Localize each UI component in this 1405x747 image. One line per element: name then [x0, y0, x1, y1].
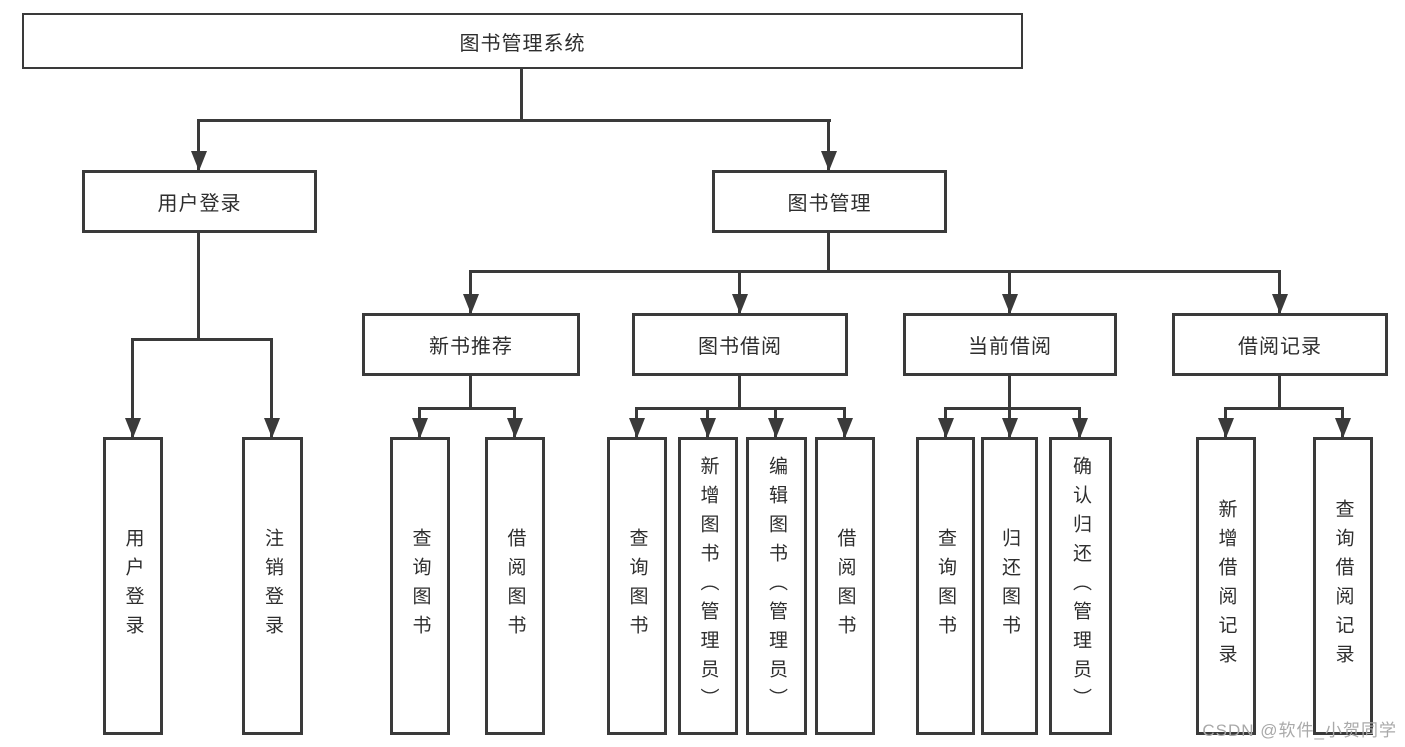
connector-line	[197, 233, 200, 338]
arrow-down-icon	[1001, 407, 1018, 438]
connector-line	[198, 119, 831, 122]
leaf-label: 新增图书（管理员）	[697, 455, 719, 717]
leaf-confirm-return-admin: 确认归还（管理员）	[1049, 437, 1112, 735]
arrow-down-icon	[731, 270, 748, 314]
leaf-label: 归还图书	[999, 528, 1020, 644]
leaf-current-query-books: 查询图书	[916, 437, 975, 735]
connector-line	[1278, 376, 1281, 407]
arrow-down-icon	[1071, 407, 1088, 438]
connector-line	[944, 407, 1081, 410]
node-borrow-records: 借阅记录	[1172, 313, 1388, 376]
connector-line	[1008, 376, 1011, 407]
node-label: 新书推荐	[429, 336, 513, 358]
node-label: 用户登录	[157, 193, 242, 215]
arrow-down-icon	[628, 407, 645, 438]
arrow-down-icon	[1334, 407, 1351, 438]
leaf-label: 查询图书	[935, 528, 956, 644]
leaf-user-login: 用户登录	[103, 437, 163, 735]
leaf-label: 用户登录	[122, 528, 144, 644]
leaf-borrow-borrow-books: 借阅图书	[815, 437, 875, 735]
node-book-management: 图书管理	[712, 170, 947, 233]
arrow-down-icon	[411, 407, 428, 438]
arrow-down-icon	[699, 407, 716, 438]
leaf-label: 注销登录	[262, 528, 283, 644]
connector-line	[131, 338, 272, 341]
node-library-management-system: 图书管理系统	[22, 13, 1023, 69]
leaf-return-books: 归还图书	[981, 437, 1038, 735]
leaf-label: 确认归还（管理员）	[1070, 455, 1091, 717]
leaf-borrow-query-books: 查询图书	[607, 437, 667, 735]
leaf-add-borrow-record: 新增借阅记录	[1196, 437, 1256, 735]
node-book-borrow: 图书借阅	[632, 313, 848, 376]
node-label: 图书管理系统	[459, 32, 586, 55]
node-user-login: 用户登录	[82, 170, 317, 233]
arrow-down-icon	[190, 119, 207, 171]
csdn-watermark: CSDN @软件_小贺同学	[1202, 721, 1397, 740]
connector-line	[520, 69, 523, 119]
node-current-borrow: 当前借阅	[903, 313, 1117, 376]
leaf-label: 查询图书	[409, 528, 431, 644]
leaf-label: 借阅图书	[834, 528, 856, 644]
leaf-label: 查询图书	[626, 528, 648, 644]
leaf-recommend-query-books: 查询图书	[390, 437, 450, 735]
leaf-label: 借阅图书	[504, 528, 526, 644]
leaf-recommend-borrow-books: 借阅图书	[485, 437, 545, 735]
arrow-down-icon	[1217, 407, 1234, 438]
leaf-query-borrow-record: 查询借阅记录	[1313, 437, 1373, 735]
node-label: 借阅记录	[1238, 336, 1322, 358]
connector-line	[1224, 407, 1344, 410]
arrow-down-icon	[767, 407, 784, 438]
node-label: 图书管理	[787, 193, 872, 215]
leaf-label: 新增借阅记录	[1215, 499, 1237, 673]
connector-line	[418, 407, 516, 410]
leaf-add-books-admin: 新增图书（管理员）	[678, 437, 738, 735]
arrow-down-icon	[1001, 270, 1018, 314]
arrow-down-icon	[836, 407, 853, 438]
leaf-edit-books-admin: 编辑图书（管理员）	[746, 437, 807, 735]
leaf-label: 编辑图书（管理员）	[766, 455, 787, 717]
arrow-down-icon	[124, 338, 141, 438]
arrow-down-icon	[506, 407, 523, 438]
node-label: 图书借阅	[698, 336, 782, 358]
connector-line	[469, 376, 472, 407]
leaf-logout: 注销登录	[242, 437, 303, 735]
connector-line	[827, 233, 830, 270]
connector-line	[470, 270, 1281, 273]
arrow-down-icon	[820, 119, 837, 171]
connector-line	[738, 376, 741, 407]
leaf-label: 查询借阅记录	[1332, 499, 1354, 673]
arrow-down-icon	[462, 270, 479, 314]
node-label: 当前借阅	[968, 336, 1052, 358]
connector-line	[635, 407, 845, 410]
arrow-down-icon	[1271, 270, 1288, 314]
arrow-down-icon	[263, 338, 280, 438]
arrow-down-icon	[937, 407, 954, 438]
node-new-book-recommend: 新书推荐	[362, 313, 580, 376]
